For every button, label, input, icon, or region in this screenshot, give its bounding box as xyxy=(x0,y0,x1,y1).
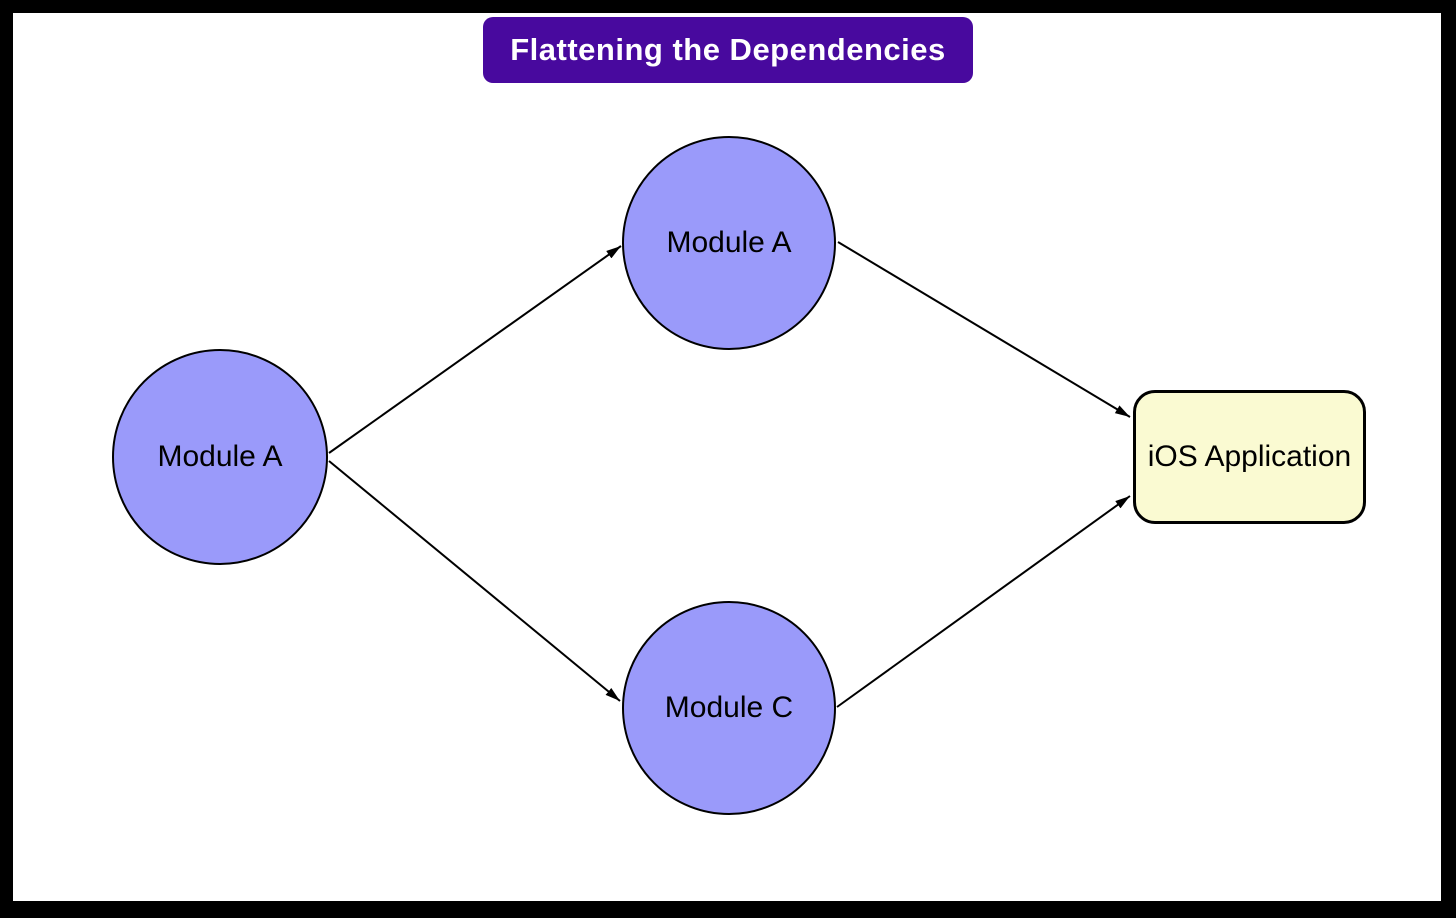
node-label: iOS Application xyxy=(1147,440,1352,473)
node-module-a-flattened: Module A xyxy=(622,136,836,350)
node-module-a-source: Module A xyxy=(112,349,328,565)
node-label: Module A xyxy=(666,226,792,259)
title-banner: Flattening the Dependencies xyxy=(483,17,973,83)
title-text: Flattening the Dependencies xyxy=(510,32,946,67)
node-label: Module A xyxy=(157,440,283,473)
node-label: Module C xyxy=(664,691,794,724)
node-module-c: Module C xyxy=(622,601,836,815)
node-ios-application: iOS Application xyxy=(1133,390,1366,524)
